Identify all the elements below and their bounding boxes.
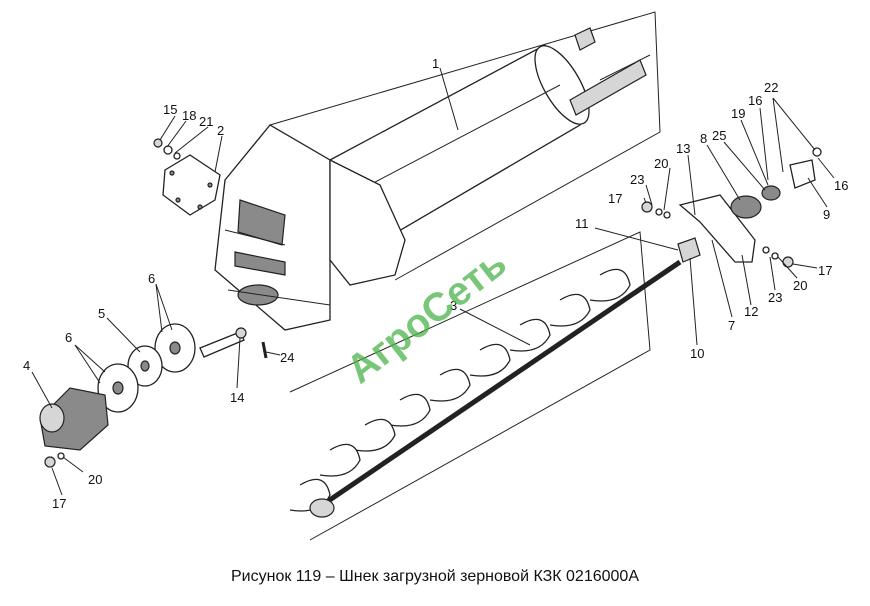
drive-shaft bbox=[199, 327, 268, 359]
callout-6a: 6 bbox=[148, 271, 155, 286]
gearbox bbox=[39, 387, 109, 468]
callout-6b: 6 bbox=[65, 330, 72, 345]
callout-3: 3 bbox=[450, 298, 457, 313]
callout-10: 10 bbox=[690, 346, 704, 361]
figure-caption: Рисунок 119 – Шнек загрузной зерновой КЗ… bbox=[231, 568, 639, 585]
exploded-assembly-drawing: 1 2 3 4 5 6 6 7 8 9 10 11 12 13 14 15 16… bbox=[23, 11, 848, 541]
callout-23b: 23 bbox=[768, 290, 782, 305]
leader-lines bbox=[31, 67, 835, 496]
callout-17a: 17 bbox=[608, 191, 622, 206]
callout-labels: 1 2 3 4 5 6 6 7 8 9 10 11 12 13 14 15 16… bbox=[23, 56, 848, 511]
callout-16a: 16 bbox=[748, 93, 762, 108]
intake-hopper bbox=[214, 124, 406, 331]
callout-17c: 17 bbox=[52, 496, 66, 511]
callout-23a: 23 bbox=[630, 172, 644, 187]
callout-19: 19 bbox=[731, 106, 745, 121]
auger-tube bbox=[329, 27, 651, 246]
callout-8: 8 bbox=[700, 131, 707, 146]
callout-20b: 20 bbox=[88, 472, 102, 487]
cover-fasteners bbox=[153, 138, 181, 160]
callout-1: 1 bbox=[432, 56, 439, 71]
callout-16b: 16 bbox=[834, 178, 848, 193]
callout-21: 21 bbox=[199, 114, 213, 129]
callout-7: 7 bbox=[728, 318, 735, 333]
callout-5: 5 bbox=[98, 306, 105, 321]
callout-22: 22 bbox=[764, 80, 778, 95]
callout-13: 13 bbox=[676, 141, 690, 156]
callout-11: 11 bbox=[575, 216, 589, 231]
callout-25: 25 bbox=[712, 128, 726, 143]
callout-24: 24 bbox=[280, 350, 294, 365]
callout-15: 15 bbox=[163, 102, 177, 117]
spacer-discs bbox=[97, 323, 196, 413]
callout-14: 14 bbox=[230, 390, 244, 405]
callout-9: 9 bbox=[823, 207, 830, 222]
callout-2: 2 bbox=[217, 123, 224, 138]
callout-17b: 17 bbox=[818, 263, 832, 278]
callout-12: 12 bbox=[744, 304, 758, 319]
inspection-cover bbox=[162, 154, 221, 216]
auger-screw bbox=[289, 259, 682, 518]
callout-20c: 20 bbox=[793, 278, 807, 293]
callout-18: 18 bbox=[182, 108, 196, 123]
bearing-bracket bbox=[641, 147, 822, 268]
callout-4: 4 bbox=[23, 358, 30, 373]
callout-20a: 20 bbox=[654, 156, 668, 171]
